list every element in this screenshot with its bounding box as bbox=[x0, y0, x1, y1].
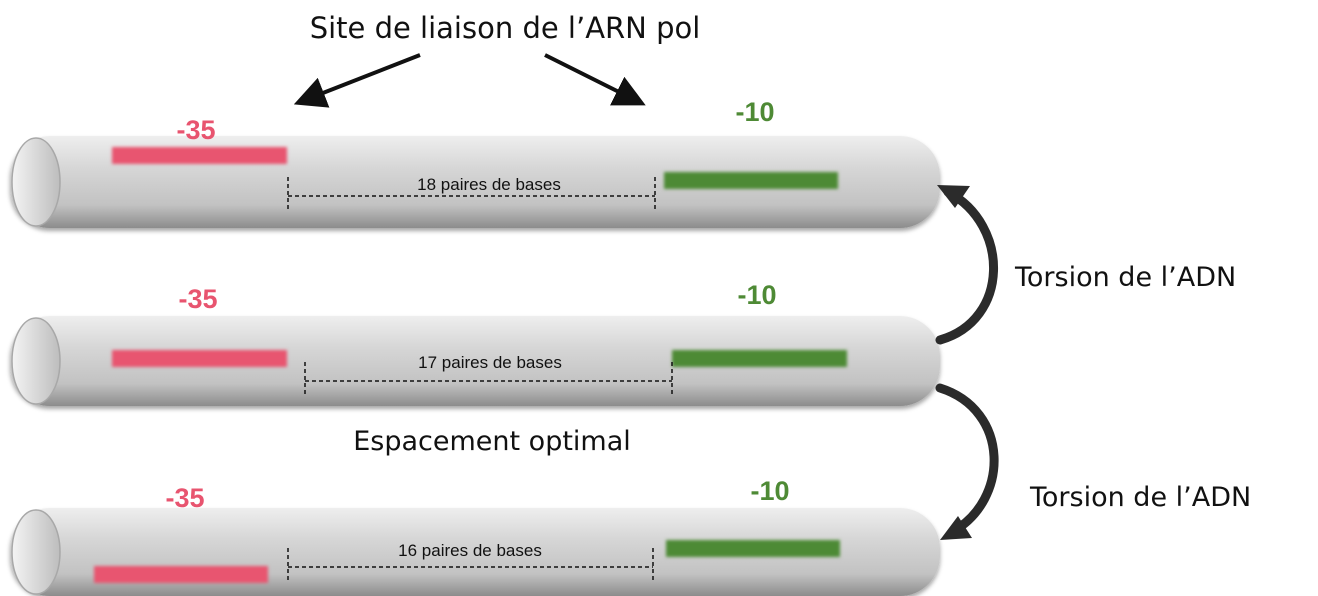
arrow-to-minus10-site bbox=[544, 53, 646, 106]
twist-arrow-1 bbox=[935, 187, 998, 345]
twist-arrow-2-head bbox=[940, 516, 972, 540]
dna-row-1: -35 -10 18 paires de bases bbox=[10, 97, 940, 228]
diagram-title: Site de liaison de l’ARN pol bbox=[310, 11, 701, 45]
spacing-bracket bbox=[287, 548, 654, 580]
minus10-label: -10 bbox=[735, 97, 774, 127]
optimal-spacing-label: Espacement optimal bbox=[353, 426, 631, 457]
spacing-bracket bbox=[304, 362, 673, 396]
minus10-label: -10 bbox=[750, 476, 789, 506]
minus10-box bbox=[666, 540, 840, 557]
dna-tube-end-cap bbox=[11, 137, 61, 227]
minus35-label: -35 bbox=[176, 115, 215, 145]
spacing-label: 17 paires de bases bbox=[418, 353, 562, 372]
arrow-to-minus35-site bbox=[293, 53, 421, 108]
spacing-label: 16 paires de bases bbox=[398, 541, 542, 560]
twist-arrow-2 bbox=[935, 383, 999, 537]
minus35-box bbox=[94, 566, 268, 583]
minus35-box bbox=[112, 147, 287, 164]
minus10-label: -10 bbox=[737, 280, 776, 310]
minus35-label: -35 bbox=[178, 284, 217, 314]
dna-row-2: -35 -10 17 paires de bases bbox=[10, 280, 940, 406]
twist-label-1: Torsion de l’ADN bbox=[1014, 262, 1236, 293]
minus35-label: -35 bbox=[165, 483, 204, 513]
minus10-box bbox=[672, 350, 847, 367]
minus10-box bbox=[664, 172, 838, 189]
spacing-bracket bbox=[287, 177, 656, 211]
dna-tube-end-cap bbox=[11, 509, 61, 595]
dna-tube-end-cap bbox=[11, 317, 61, 405]
minus35-box bbox=[112, 350, 287, 367]
spacing-label: 18 paires de bases bbox=[417, 175, 561, 194]
twist-arrow-1-head bbox=[937, 185, 970, 208]
twist-label-2: Torsion de l’ADN bbox=[1029, 482, 1251, 513]
dna-tube bbox=[10, 316, 940, 406]
dna-row-3: -35 -10 16 paires de bases bbox=[10, 476, 940, 596]
